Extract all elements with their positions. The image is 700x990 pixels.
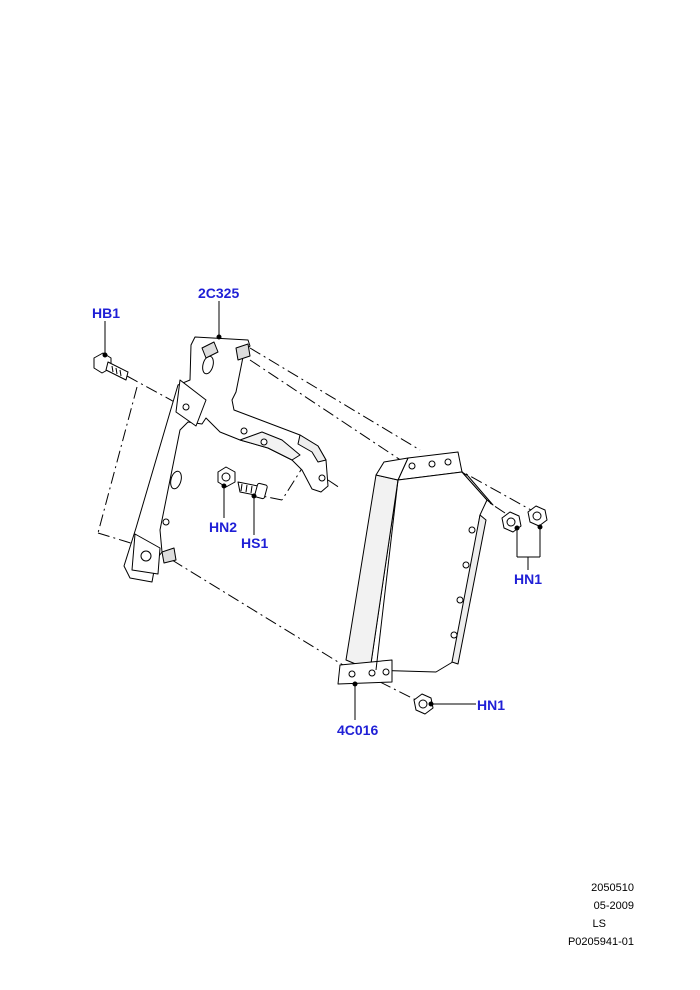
stud-hs1[interactable] bbox=[237, 481, 268, 500]
leader-lines bbox=[102, 301, 543, 720]
footer-code-3: LS bbox=[592, 918, 606, 930]
nut-hn2[interactable] bbox=[217, 466, 236, 488]
callout-hn1-pair[interactable]: HN1 bbox=[514, 571, 543, 587]
footer-code-1: 2050510 bbox=[591, 882, 634, 894]
alignment-lines bbox=[97, 347, 532, 703]
callout-4c016[interactable]: 4C016 bbox=[337, 722, 379, 738]
callout-2c325[interactable]: 2C325 bbox=[198, 285, 240, 301]
nut-hn1-lower[interactable] bbox=[413, 693, 434, 715]
footer-code-4: P0205941-01 bbox=[567, 936, 634, 948]
bracket-2c325[interactable] bbox=[123, 336, 329, 583]
callout-hn1-lower[interactable]: HN1 bbox=[477, 697, 506, 713]
bolt-hb1[interactable] bbox=[93, 352, 129, 381]
callout-hs1[interactable]: HS1 bbox=[241, 535, 269, 551]
footer-code-2: 05-2009 bbox=[593, 900, 634, 912]
callout-hn2[interactable]: HN2 bbox=[209, 519, 238, 535]
callout-hb1[interactable]: HB1 bbox=[92, 305, 121, 321]
module-4c016[interactable] bbox=[337, 451, 494, 685]
